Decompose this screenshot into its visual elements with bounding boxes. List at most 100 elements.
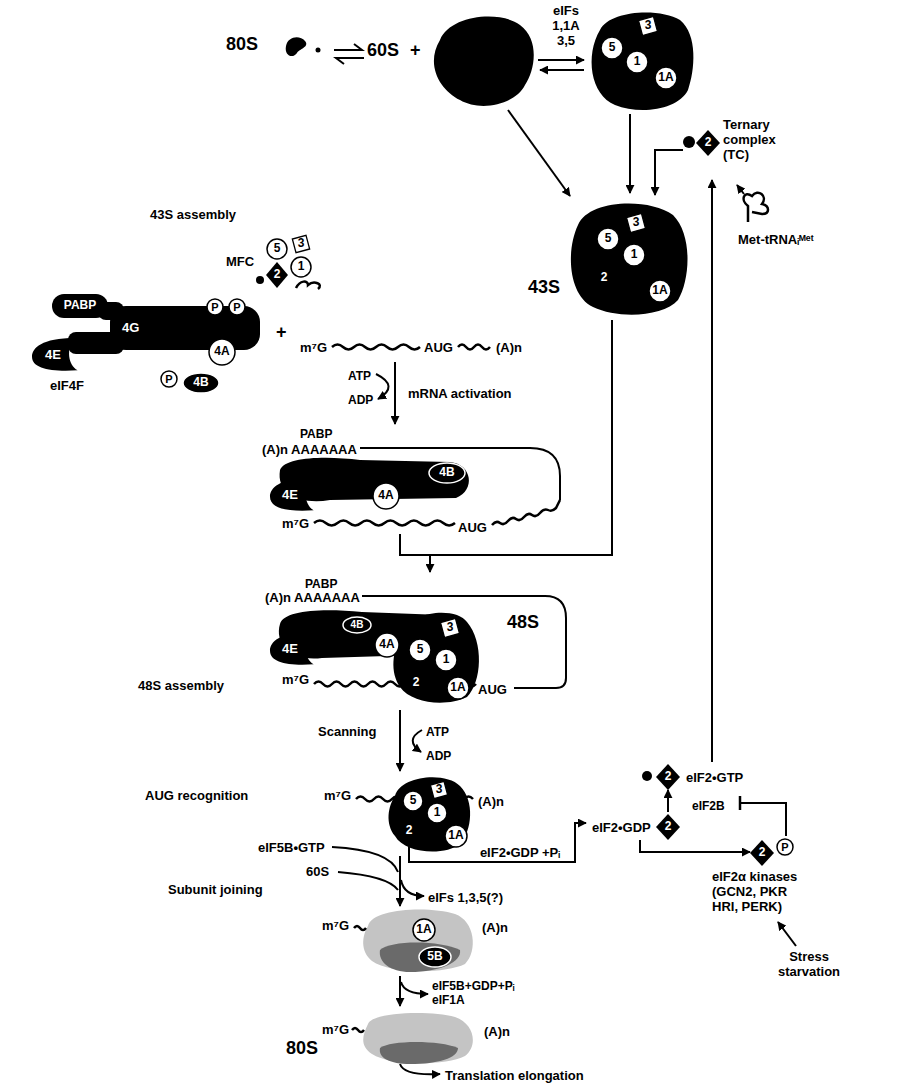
circle-outline — [427, 803, 447, 823]
complex-art — [528, 195, 696, 320]
text-label: AUG — [458, 521, 487, 536]
factor-circle: 4A — [372, 482, 400, 510]
factor-label: 4B — [193, 376, 208, 390]
circle-outline — [626, 51, 648, 73]
text-label: + — [276, 322, 287, 343]
circle-outline — [291, 257, 311, 277]
label-anchor: (A)n — [484, 1022, 510, 1040]
protein-oval: 5B — [418, 946, 452, 968]
label-anchor: 60S — [306, 862, 329, 880]
equilibrium-arrow — [336, 58, 364, 64]
equilibrium-arrow — [334, 44, 362, 50]
factor-label: 5 — [274, 242, 281, 256]
oval-outline — [343, 617, 371, 633]
factor-square: 3 — [438, 616, 462, 640]
factor-circle: 1 — [622, 243, 646, 267]
complex-shape — [286, 37, 307, 56]
label-anchor: mRNA activation — [408, 384, 512, 402]
label-anchor: + — [276, 322, 287, 343]
text-label: Stress starvation — [768, 950, 850, 980]
heading-anchor: 48S — [507, 612, 539, 633]
circle-outline — [207, 299, 223, 315]
connector — [409, 823, 586, 862]
label-anchor: ADP — [348, 390, 373, 408]
factor-label: 3 — [645, 19, 652, 33]
text-label: (A)n — [496, 341, 522, 356]
factor-label: 4E — [282, 488, 298, 503]
complex-name: 80S — [226, 34, 258, 55]
circle-outline — [161, 371, 177, 387]
factor-label: 5 — [410, 794, 417, 808]
text-label: m⁷G — [324, 789, 351, 804]
factor-circle: 1A — [648, 279, 672, 303]
label-anchor: ADP — [426, 746, 451, 764]
factor-label: 1 — [298, 260, 305, 274]
eif2-diamond: 2 — [592, 265, 616, 291]
circle-outline — [209, 339, 235, 365]
complex-name: eIF2•GDP — [592, 821, 651, 836]
complex-name: eIF2•GTP — [686, 771, 743, 786]
complex-name: 43S — [528, 277, 560, 298]
heading-anchor: MFC — [226, 252, 254, 270]
factor-dot — [683, 136, 695, 148]
text-label: (A)n — [484, 1025, 510, 1040]
factor-label: P — [211, 301, 218, 314]
diamond-outline — [404, 670, 428, 696]
label-anchor: m⁷G — [282, 670, 309, 688]
crescent-outline — [32, 338, 78, 371]
factor-square: 3 — [636, 14, 660, 38]
circle-outline — [777, 839, 793, 855]
factor-label: 1A — [658, 71, 673, 85]
label-anchor: Scanning — [318, 722, 377, 740]
factor-circle: 1 — [290, 256, 312, 278]
circle-outline — [375, 633, 399, 657]
square-outline — [292, 235, 309, 252]
factor-circle: 4A — [374, 632, 400, 658]
label-anchor: 60S — [367, 40, 399, 61]
label-anchor: m⁷G — [300, 338, 327, 356]
protein-oval: 4B — [182, 372, 220, 394]
cap-binding-shape: 4E — [270, 478, 316, 512]
factor-label: 1A — [652, 284, 667, 298]
circle-outline — [447, 677, 469, 699]
text-label: PABP — [300, 428, 332, 442]
pathway-line — [400, 534, 430, 555]
factor-circle: 1A — [654, 66, 678, 90]
eif2-diamond: 2 — [696, 130, 720, 156]
factor-circle: 5 — [402, 790, 424, 812]
complex-shape — [571, 204, 688, 315]
label-anchor: m⁷G — [282, 514, 309, 532]
label-anchor: eIF2α kinases (GCN2, PKR HRI, PERK) — [712, 870, 812, 915]
heading-anchor: eIF4F — [50, 376, 84, 394]
protein-oval: 4B — [342, 616, 372, 634]
label-anchor: AUG recognition — [145, 786, 248, 804]
release-arrow — [401, 880, 424, 896]
label-anchor: PABP — [300, 424, 332, 442]
label-anchor: Subunit joining — [168, 880, 263, 898]
inhibition-bar — [739, 796, 742, 810]
text-label: m⁷G — [300, 341, 327, 356]
factor-circle: 5 — [408, 638, 432, 662]
label-anchor: ATP — [348, 366, 371, 384]
factor-label: 3 — [298, 237, 305, 251]
label-anchor: (A)n — [482, 918, 508, 936]
edge-label: eIF2•GDP +Pᵢ — [478, 846, 562, 861]
diamond-outline — [266, 262, 288, 288]
text-label: eIF5B+GDP+Pᵢ — [432, 980, 514, 994]
edge-label-anchor: eIF2•GDP +Pᵢ — [520, 850, 604, 868]
factor-label: 4A — [379, 638, 394, 652]
cap-binding-shape: 4E — [270, 632, 316, 666]
circle-outline — [649, 280, 671, 302]
text-label: (A)n AAAAAAA — [262, 443, 357, 458]
text-label: m⁷G — [282, 517, 309, 532]
circle-outline — [373, 483, 399, 509]
factor-label: 2 — [665, 770, 672, 784]
text-label: Subunit joining — [168, 883, 263, 898]
label-anchor: eIF1A — [432, 990, 465, 1008]
label-anchor: m⁷G — [322, 1020, 349, 1038]
factor-dot — [256, 276, 264, 284]
eif2-diamond: 2 — [404, 670, 428, 696]
label-anchor: eIF5B•GTP — [258, 838, 325, 856]
